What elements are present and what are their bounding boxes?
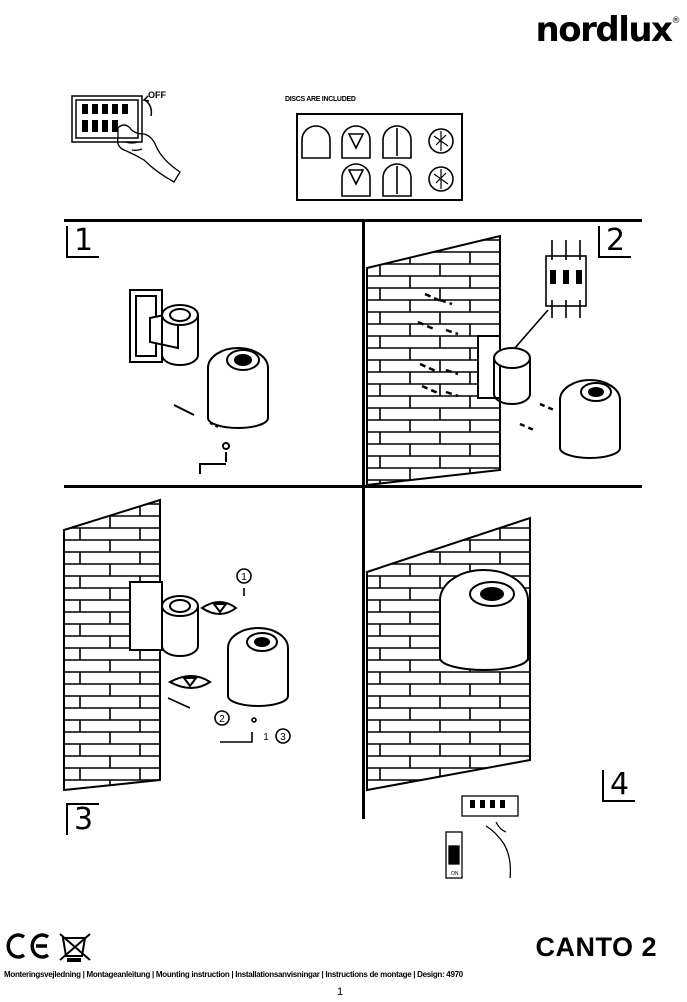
terminal-block-icon <box>507 240 587 357</box>
divider-middle <box>64 485 642 488</box>
off-label: OFF <box>148 90 166 100</box>
hand-icon <box>116 124 181 183</box>
screw-icon <box>173 404 230 474</box>
discs-included-label: DISCS ARE INCLUDED <box>285 96 356 103</box>
logo-text: nordlux <box>535 10 673 50</box>
divider-vertical <box>362 219 365 819</box>
ce-mark-icon <box>6 933 50 959</box>
page-number: 1 <box>337 986 344 998</box>
brick-wall-icon <box>366 234 501 487</box>
nordlux-logo: nordlux® <box>535 10 681 50</box>
switch-on-label: ON <box>451 871 459 877</box>
discs-panel <box>296 113 463 201</box>
step-number-4: 4 <box>602 770 636 802</box>
step-number-1: 1 <box>66 226 100 258</box>
product-name: CANTO 2 <box>535 932 657 962</box>
callout-2: 2 <box>219 714 225 725</box>
instructions-line: Monteringsvejledning | Montageanleitung … <box>4 970 463 979</box>
logo-registered-mark: ® <box>671 16 681 26</box>
step-number-3: 3 <box>66 803 100 835</box>
wall-lamp-icon <box>129 289 269 429</box>
callout-3: 3 <box>280 732 286 743</box>
light-switch-icon <box>445 795 519 879</box>
weee-bin-icon <box>59 933 91 962</box>
callout-1: 1 <box>241 572 247 583</box>
divider-top <box>64 219 642 222</box>
callout-1b: 1 <box>263 732 269 743</box>
step-number-2: 2 <box>598 226 632 258</box>
